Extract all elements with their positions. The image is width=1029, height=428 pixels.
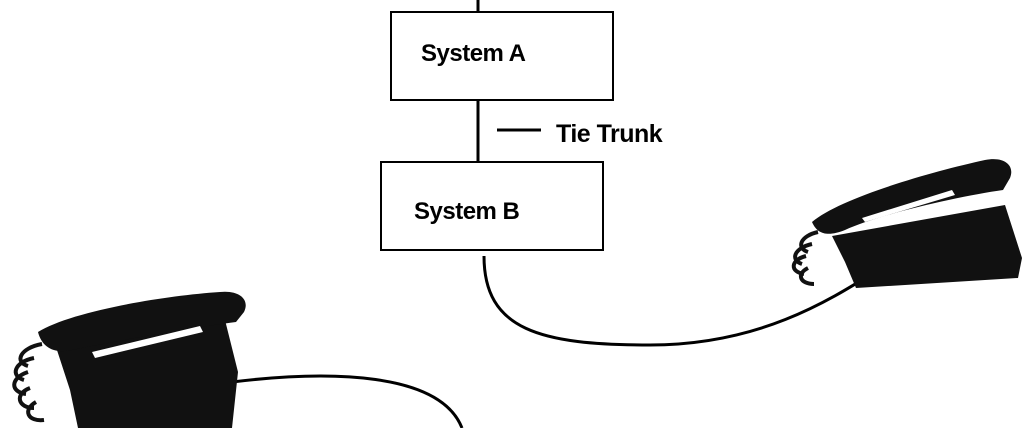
system-b-label: System B [414,198,520,225]
system-a-label: System A [421,40,526,67]
tie-trunk-label: Tie Trunk [556,120,663,148]
system-a-box [390,11,614,101]
telephone-icon [791,159,1022,288]
system-b-box [380,161,604,251]
right-phone-cord [482,255,879,347]
left-phone-cord [231,374,464,428]
telephone-icon [12,291,246,428]
